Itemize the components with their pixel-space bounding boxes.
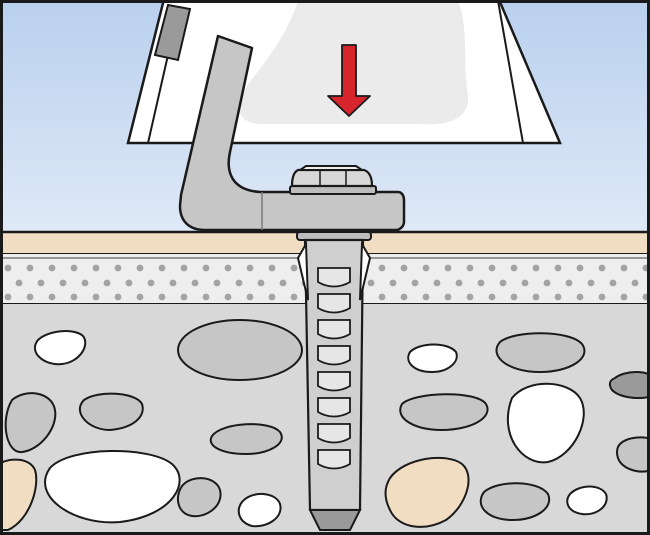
hex-bolt-head — [290, 165, 374, 188]
insulation-dot — [532, 264, 540, 272]
insulation-dot — [158, 264, 166, 272]
plug-rib — [317, 423, 351, 444]
insulation-dot — [15, 279, 23, 287]
insulation-dot — [565, 279, 573, 287]
insulation-dot — [488, 293, 496, 301]
insulation-dot — [202, 293, 210, 301]
insulation-dot — [510, 264, 518, 272]
insulation-dot — [598, 264, 606, 272]
insulation-dot — [224, 264, 232, 272]
insulation-dot — [4, 293, 12, 301]
insulation-dot — [620, 264, 628, 272]
insulation-dot — [48, 293, 56, 301]
plug-rib — [317, 397, 351, 418]
insulation-dot — [411, 279, 419, 287]
insulation-dot — [576, 264, 584, 272]
insulation-dot — [158, 293, 166, 301]
nylon-wall-plug — [296, 231, 372, 531]
insulation-dot — [180, 264, 188, 272]
plug-rib — [317, 319, 351, 340]
insulation-dot — [202, 264, 210, 272]
insulation-dot — [521, 279, 529, 287]
insulation-dot — [587, 279, 595, 287]
insulation-dot — [532, 293, 540, 301]
insulation-dot — [257, 279, 265, 287]
insulation-dot — [136, 264, 144, 272]
insulation-dot — [48, 264, 56, 272]
insulation-dot — [246, 264, 254, 272]
insulation-dot — [92, 293, 100, 301]
insulation-dot — [279, 279, 287, 287]
insulation-dot — [554, 293, 562, 301]
insulation-dot — [290, 264, 298, 272]
insulation-dot — [136, 293, 144, 301]
plug-rib — [317, 371, 351, 392]
insulation-dot — [81, 279, 89, 287]
insulation-dot — [466, 293, 474, 301]
insulation-dot — [378, 293, 386, 301]
insulation-dot — [477, 279, 485, 287]
insulation-dot — [125, 279, 133, 287]
insulation-dot — [598, 293, 606, 301]
insulation-dot — [59, 279, 67, 287]
insulation-dot — [499, 279, 507, 287]
insulation-dot — [92, 264, 100, 272]
insulation-dot — [510, 293, 518, 301]
insulation-dot — [224, 293, 232, 301]
insulation-dot — [169, 279, 177, 287]
insulation-dot — [576, 293, 584, 301]
insulation-dot — [191, 279, 199, 287]
load-arrow-down — [327, 44, 371, 117]
insulation-dot — [455, 279, 463, 287]
insulation-dot — [268, 293, 276, 301]
insulation-dot — [620, 293, 628, 301]
insulation-dot — [367, 279, 375, 287]
insulation-dot — [114, 264, 122, 272]
insulation-dot — [114, 293, 122, 301]
insulation-dot — [422, 293, 430, 301]
insulation-dot — [70, 293, 78, 301]
insulation-dot — [290, 293, 298, 301]
plug-rib — [317, 449, 351, 470]
insulation-dot — [609, 279, 617, 287]
plug-rib — [317, 267, 351, 288]
insulation-dot — [554, 264, 562, 272]
insulation-dot — [378, 264, 386, 272]
insulation-dot — [466, 264, 474, 272]
aggregate-stones — [2, 319, 648, 531]
insulation-dot — [268, 264, 276, 272]
insulation-dot — [488, 264, 496, 272]
insulation-dot — [400, 293, 408, 301]
insulation-dot — [235, 279, 243, 287]
insulation-dot — [213, 279, 221, 287]
insulation-dot — [180, 293, 188, 301]
insulation-dot — [70, 264, 78, 272]
insulation-dot — [422, 264, 430, 272]
insulation-dot — [37, 279, 45, 287]
insulation-dot — [103, 279, 111, 287]
insulation-dot — [147, 279, 155, 287]
plug-rib — [317, 345, 351, 366]
insulation-dot — [26, 264, 34, 272]
insulation-dot — [631, 279, 639, 287]
insulation-dot — [642, 293, 648, 301]
insulation-dot — [543, 279, 551, 287]
plug-rib — [317, 293, 351, 314]
insulation-dot — [444, 293, 452, 301]
insulation-dot — [4, 264, 12, 272]
insulation-dot — [444, 264, 452, 272]
insulation-dot — [246, 293, 254, 301]
angle-bracket — [178, 34, 406, 232]
insulation-dot — [389, 279, 397, 287]
insulation-dot — [642, 264, 648, 272]
insulation-dot — [400, 264, 408, 272]
insulation-dot — [433, 279, 441, 287]
insulation-dot — [26, 293, 34, 301]
washer — [289, 185, 377, 195]
